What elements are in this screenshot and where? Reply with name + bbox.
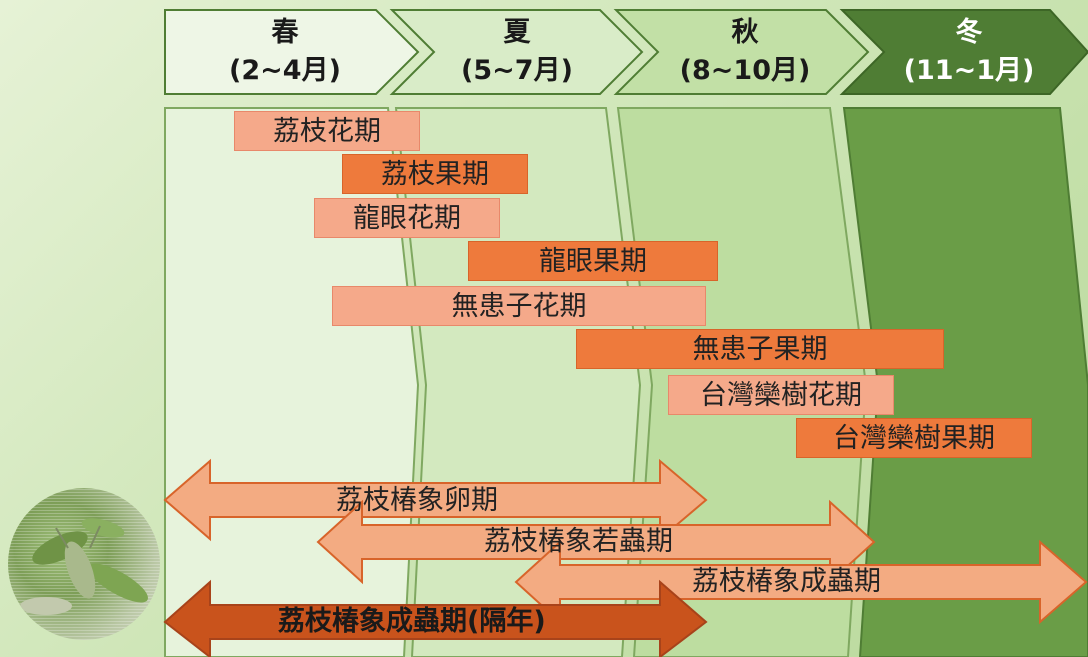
bar-golden-rain-tree-fruit: 台灣欒樹果期 bbox=[796, 418, 1032, 458]
header-autumn bbox=[613, 9, 870, 95]
bar-longan-fruit: 龍眼果期 bbox=[468, 241, 718, 281]
season-spring-name: 春 bbox=[271, 17, 299, 48]
season-spring-label: 春 (2~4月) bbox=[200, 14, 370, 90]
season-autumn-name: 秋 bbox=[731, 17, 759, 48]
season-autumn-label: 秋 (8~10月) bbox=[660, 14, 830, 90]
season-summer-label: 夏 (5~7月) bbox=[432, 14, 602, 90]
season-summer-months: (5~7月) bbox=[461, 55, 573, 86]
arrow-adult-label: 荔枝椿象成蟲期 bbox=[692, 566, 881, 597]
arrow-nymph bbox=[316, 499, 876, 585]
header-winter bbox=[839, 9, 1088, 95]
bar-lychee-fruit: 荔枝果期 bbox=[342, 154, 528, 194]
arrow-nymph-label: 荔枝椿象若蟲期 bbox=[484, 526, 673, 557]
season-autumn-months: (8~10月) bbox=[679, 55, 811, 86]
season-summer-name: 夏 bbox=[503, 17, 531, 48]
header-spring bbox=[164, 9, 420, 95]
bar-longan-flower: 龍眼花期 bbox=[314, 198, 500, 238]
season-winter-label: 冬 (11~1月) bbox=[884, 14, 1054, 90]
bar-soapberry-flower: 無患子花期 bbox=[332, 286, 706, 326]
season-winter-name: 冬 bbox=[955, 17, 983, 48]
stink-bug-illustration bbox=[20, 518, 148, 615]
bar-soapberry-fruit: 無患子果期 bbox=[576, 329, 944, 369]
header-summer bbox=[389, 9, 644, 95]
stink-bug-photo bbox=[8, 488, 160, 640]
season-winter-months: (11~1月) bbox=[903, 55, 1035, 86]
arrow-egg bbox=[163, 458, 708, 542]
season-spring-months: (2~4月) bbox=[229, 55, 341, 86]
bar-golden-rain-tree-flower: 台灣欒樹花期 bbox=[668, 375, 894, 415]
arrow-egg-label: 荔枝椿象卵期 bbox=[336, 485, 498, 516]
arrow-adult-prev bbox=[163, 579, 708, 657]
arrow-adult-prev-label: 荔枝椿象成蟲期(隔年) bbox=[278, 606, 546, 637]
bar-lychee-flower: 荔枝花期 bbox=[234, 111, 420, 151]
